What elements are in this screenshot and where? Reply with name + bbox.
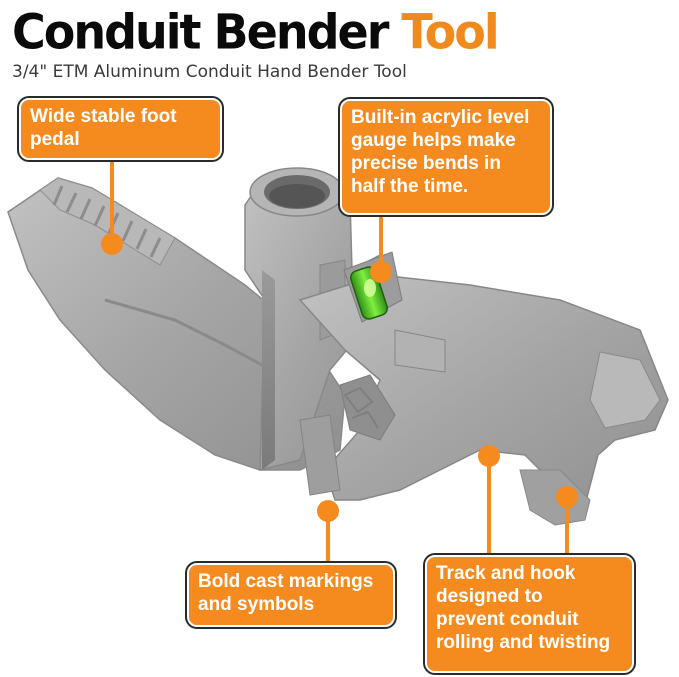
callout-cast-markings: Bold cast markings and symbols <box>187 563 395 627</box>
pointer-dot-hook <box>556 486 578 508</box>
pointer-dot-track <box>478 445 500 467</box>
title-main: Conduit Bender <box>12 3 389 60</box>
page-subtitle: 3/4" ETM Aluminum Conduit Hand Bender To… <box>12 62 407 82</box>
leader-line-level <box>379 213 383 265</box>
callout-level-gauge-text: Built-in acrylic level gauge helps make … <box>351 107 530 197</box>
callout-level-gauge: Built-in acrylic level gauge helps make … <box>340 99 552 215</box>
callout-foot-pedal: Wide stable foot pedal <box>19 98 222 160</box>
leader-line-track <box>487 462 491 557</box>
pointer-dot-markings <box>317 500 339 522</box>
title-accent: Tool <box>401 3 499 60</box>
callout-cast-markings-text: Bold cast markings and symbols <box>198 571 374 615</box>
leader-line-pedal <box>110 158 114 238</box>
foot-pedal <box>7 177 346 471</box>
leader-line-hook <box>565 505 569 557</box>
page-title: Conduit Bender Tool <box>12 0 500 63</box>
callout-foot-pedal-text: Wide stable foot pedal <box>30 106 177 150</box>
pointer-dot-level <box>370 261 392 283</box>
track-hook-arm <box>298 274 669 526</box>
leader-line-markings <box>326 510 330 565</box>
callout-track-hook-text: Track and hook designed to prevent condu… <box>436 563 611 653</box>
bender-body <box>244 167 386 471</box>
pointer-dot-pedal <box>101 233 123 255</box>
callout-track-hook: Track and hook designed to prevent condu… <box>425 555 634 673</box>
